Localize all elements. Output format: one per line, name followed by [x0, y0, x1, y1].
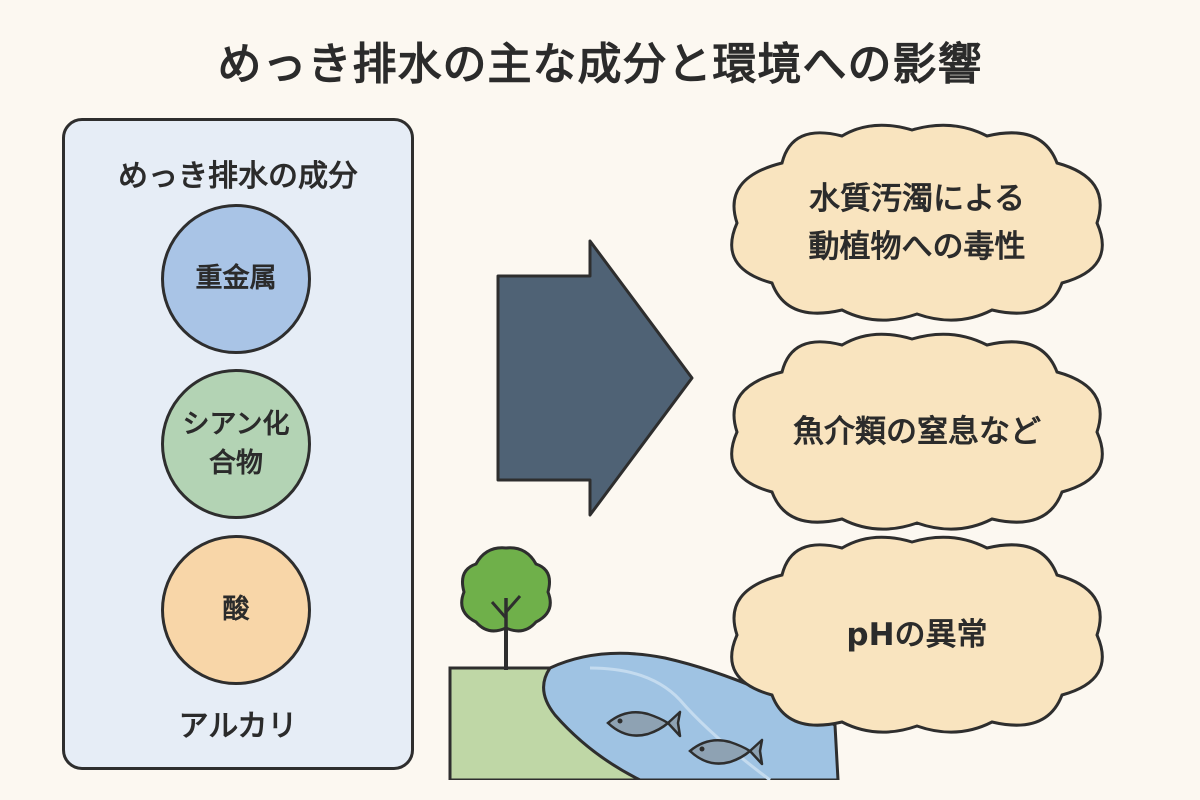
effect-toxicity: 水質汚濁による 動植物への毒性 [712, 118, 1122, 328]
cloud-icon [730, 332, 1104, 531]
effect-line1: 魚介類の窒息など [793, 413, 1041, 450]
cloud-icon [730, 123, 1104, 322]
fish-icon [606, 710, 682, 738]
component-heavy-metals: 重金属 [161, 204, 311, 354]
component-alkali: アルカリ [178, 709, 298, 744]
component-label: 酸 [222, 594, 250, 626]
component-label-line1: シアン化 [182, 408, 290, 440]
effect-line1: 水質汚濁による [808, 180, 1026, 217]
effect-line2: 動植物への毒性 [808, 229, 1026, 265]
component-label-line2: 合物 [208, 448, 263, 479]
effect-ph-abnormal: pHの異常 [712, 530, 1122, 740]
landscape-illustration [448, 546, 840, 780]
cloud-icon [730, 535, 1104, 734]
component-cyanide: シアン化 合物 [161, 369, 311, 519]
right-arrow-icon [496, 239, 694, 517]
component-acid: 酸 [161, 535, 311, 685]
effect-line1: pHの異常 [846, 616, 988, 653]
fish-icon [688, 738, 764, 766]
component-label: 重金属 [195, 263, 277, 295]
tree-icon [460, 546, 552, 670]
effect-suffocation: 魚介類の窒息など [712, 327, 1122, 537]
components-panel: めっき排水の成分 重金属 シアン化 合物 酸 アルカリ [62, 118, 414, 770]
components-heading: めっき排水の成分 [118, 159, 358, 194]
page-title: めっき排水の主な成分と環境への影響 [217, 39, 983, 90]
